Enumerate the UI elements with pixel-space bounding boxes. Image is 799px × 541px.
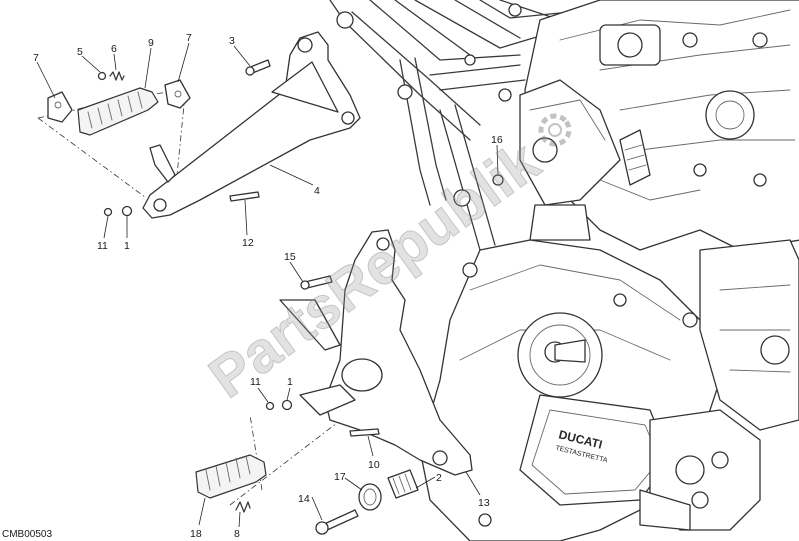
callout-6: 6 [111,43,117,55]
callout-5: 5 [77,46,83,58]
callout-7b: 7 [186,32,192,44]
diagram-code: CMB00503 [2,529,52,540]
callout-1a: 1 [124,240,130,252]
callout-1b: 1 [287,376,293,388]
engine-assembly [419,0,799,541]
callout-16: 16 [491,134,503,146]
callout-18: 18 [190,528,202,540]
lower-footpeg-bracket [265,229,473,476]
callout-12: 12 [242,237,254,249]
leader-lines [36,42,499,528]
callout-15: 15 [284,251,296,263]
upper-footpeg [47,59,504,217]
callout-10: 10 [368,459,380,471]
callout-14: 14 [298,493,310,505]
callout-11b: 11 [250,376,261,388]
callout-8: 8 [234,528,240,540]
callout-13: 13 [478,497,490,509]
callout-9: 9 [148,37,154,49]
callout-3: 3 [229,35,235,47]
callout-2: 2 [436,472,442,484]
callout-11a: 11 [97,240,108,252]
frame-trellis [329,0,571,251]
callout-labels: 7 5 6 9 7 3 16 4 11 1 12 15 11 1 10 17 1… [33,32,503,540]
callout-4: 4 [314,185,320,197]
callout-7a: 7 [33,52,39,64]
upper-footpeg-bracket [142,31,361,219]
callout-17: 17 [334,471,346,483]
lower-footpeg [195,454,419,535]
